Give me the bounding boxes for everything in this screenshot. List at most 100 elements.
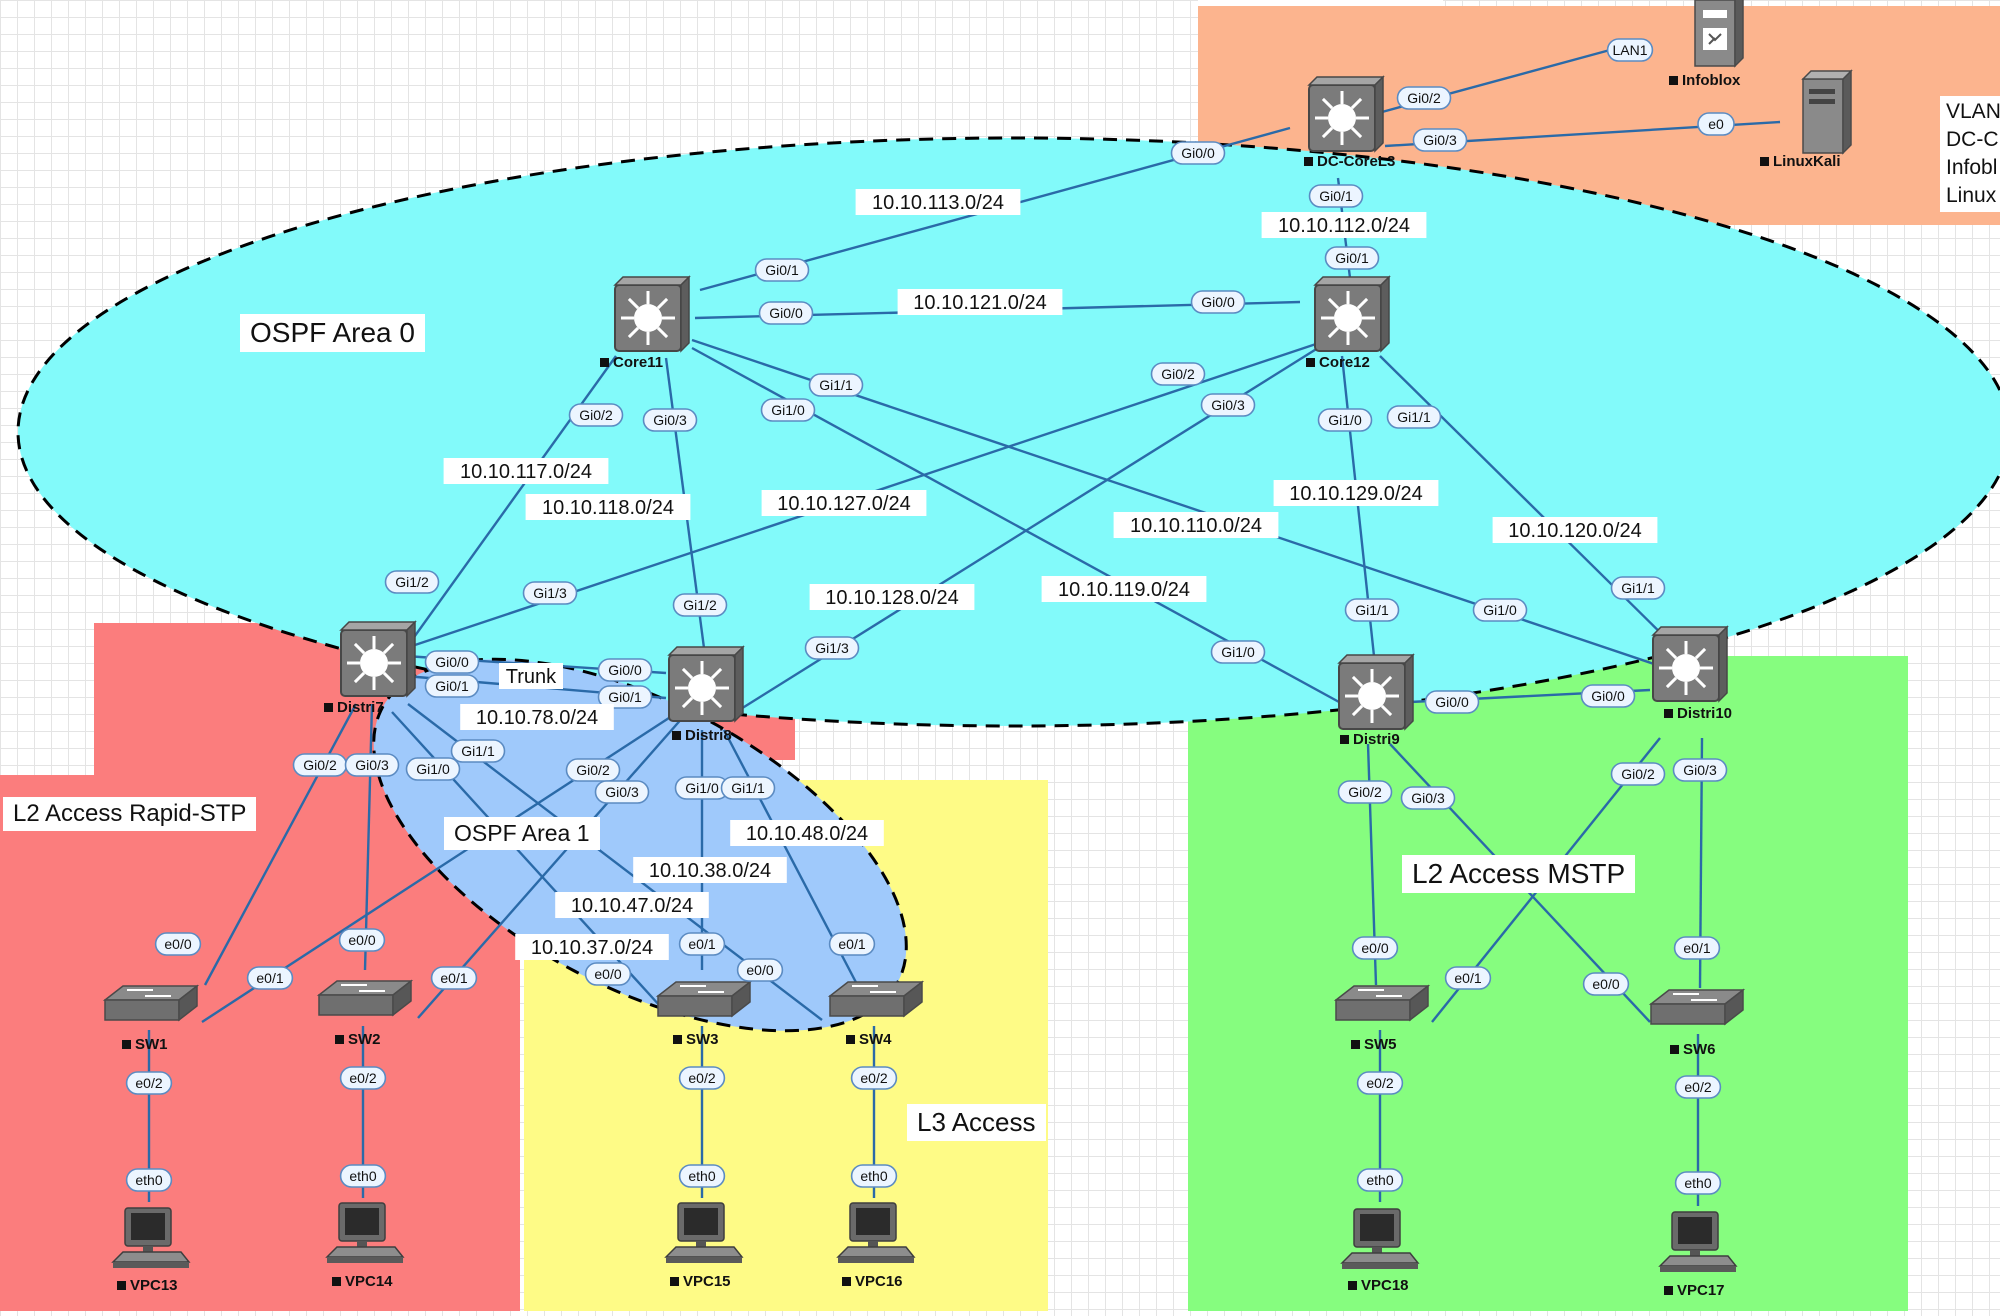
- node-sw3[interactable]: SW3: [655, 980, 753, 1048]
- port-label-text: e0/2: [860, 1070, 887, 1086]
- node-label: Distri10: [1677, 705, 1732, 722]
- node-distri7[interactable]: Distri7: [324, 620, 417, 716]
- dc-zone-notch: [1198, 0, 1443, 6]
- port-label: e0/0: [1351, 936, 1399, 960]
- node-vpc16[interactable]: VPC16: [836, 1202, 916, 1290]
- port-label: e0/0: [338, 928, 386, 952]
- port-label: Gi0/2: [1610, 762, 1666, 786]
- node-label: VPC15: [683, 1273, 731, 1290]
- node-vpc14[interactable]: VPC14: [325, 1202, 405, 1290]
- port-label: Gi1/0: [674, 776, 730, 800]
- node-marker: [600, 358, 609, 367]
- node-core11[interactable]: Core11: [600, 275, 691, 371]
- node-vpc17[interactable]: VPC17: [1658, 1211, 1738, 1299]
- node-linuxkali[interactable]: LinuxKali: [1760, 69, 1853, 170]
- port-label-text: Gi1/0: [685, 780, 719, 796]
- port-label-text: Gi0/1: [1319, 188, 1353, 204]
- port-label-text: e0/2: [1684, 1079, 1711, 1095]
- port-label-text: Gi0/2: [579, 407, 613, 423]
- node-infoblox[interactable]: Infoblox: [1669, 0, 1744, 89]
- port-label-text: e0/1: [256, 970, 283, 986]
- subnet-label-text: 10.10.78.0/24: [476, 707, 598, 729]
- subnet-label: 10.10.128.0/24: [809, 584, 975, 610]
- node-sw6[interactable]: SW6: [1648, 988, 1746, 1058]
- node-vpc15[interactable]: VPC15: [664, 1202, 744, 1290]
- node-sw1[interactable]: SW1: [102, 984, 200, 1053]
- subnet-label: 10.10.117.0/24: [443, 458, 609, 484]
- side-note-line: DC-C: [1946, 128, 1999, 151]
- port-label: e0/2: [850, 1066, 898, 1090]
- node-marker: [117, 1281, 126, 1290]
- node-sw2[interactable]: SW2: [316, 979, 414, 1048]
- port-label: Gi1/1: [450, 739, 506, 763]
- subnet-label-text: 10.10.48.0/24: [746, 823, 868, 845]
- port-label: eth0: [1674, 1171, 1722, 1195]
- port-label-text: eth0: [349, 1168, 376, 1184]
- port-label-text: Gi0/2: [303, 757, 337, 773]
- port-label: Gi1/0: [405, 757, 461, 781]
- subnet-label-text: 10.10.110.0/24: [1130, 515, 1262, 537]
- port-label: Gi1/3: [804, 636, 860, 660]
- port-label-text: e0/0: [746, 962, 773, 978]
- port-label-text: Gi0/0: [1181, 145, 1215, 161]
- node-dccore[interactable]: DC-CoreL3: [1304, 75, 1395, 170]
- node-distri10[interactable]: Distri10: [1651, 625, 1732, 722]
- node-vpc13[interactable]: VPC13: [111, 1207, 191, 1294]
- port-label: Gi0/0: [758, 301, 814, 325]
- port-label-text: Gi0/0: [608, 662, 642, 678]
- l3-switch-icon: [613, 275, 691, 353]
- node-marker: [1664, 709, 1673, 718]
- port-label: e0/2: [1674, 1075, 1722, 1099]
- node-distri9[interactable]: Distri9: [1337, 653, 1415, 748]
- node-sw4[interactable]: SW4: [827, 980, 925, 1048]
- port-label-text: e0: [1708, 116, 1724, 132]
- port-label-text: Gi1/1: [1621, 580, 1655, 596]
- port-label-text: Gi0/0: [1201, 294, 1235, 310]
- subnet-label-text: 10.10.119.0/24: [1058, 579, 1190, 601]
- port-label: e0/1: [1444, 966, 1492, 990]
- port-label: Gi1/0: [760, 398, 816, 422]
- node-distri8[interactable]: Distri8: [667, 645, 745, 744]
- port-label-text: Gi1/0: [771, 402, 805, 418]
- port-label-text: Gi0/0: [769, 305, 803, 321]
- port-label: eth0: [850, 1164, 898, 1188]
- port-label: Gi1/1: [1610, 576, 1666, 600]
- port-label: Gi0/3: [1672, 758, 1728, 782]
- node-label: Core12: [1319, 354, 1370, 371]
- port-label: Gi0/2: [1396, 86, 1452, 110]
- port-label: Gi1/2: [672, 593, 728, 617]
- node-label: DC-CoreL3: [1317, 153, 1395, 170]
- pc-icon: [836, 1202, 916, 1263]
- port-label: e0: [1697, 112, 1735, 136]
- port-label-text: e0/1: [440, 970, 467, 986]
- port-label: e0/2: [1356, 1071, 1404, 1095]
- port-label-text: e0/2: [349, 1070, 376, 1086]
- zone-l2-rapid-title: L2 Access Rapid-STP: [3, 797, 257, 831]
- subnet-label: 10.10.110.0/24: [1113, 512, 1279, 538]
- port-label: Gi0/0: [597, 658, 653, 682]
- node-sw5[interactable]: SW5: [1333, 984, 1431, 1053]
- subnet-label: Trunk: [499, 663, 563, 689]
- node-marker: [335, 1035, 344, 1044]
- port-label: Gi1/1: [1386, 405, 1442, 429]
- port-label-text: Gi0/1: [608, 689, 642, 705]
- port-label-text: Gi0/3: [605, 784, 639, 800]
- port-label-text: eth0: [688, 1168, 715, 1184]
- node-label: VPC17: [1677, 1282, 1725, 1299]
- port-label-text: Gi1/0: [1483, 602, 1517, 618]
- subnet-label-text: 10.10.128.0/24: [825, 587, 958, 609]
- port-label-text: e0/0: [594, 966, 621, 982]
- node-marker: [1760, 157, 1769, 166]
- pc-icon: [325, 1202, 405, 1263]
- port-label-text: e0/1: [1683, 940, 1710, 956]
- node-core12[interactable]: Core12: [1306, 275, 1391, 371]
- port-label: Gi0/1: [597, 685, 653, 709]
- node-vpc18[interactable]: VPC18: [1340, 1208, 1420, 1294]
- port-label: Gi0/0: [1190, 290, 1246, 314]
- node-label: VPC16: [855, 1273, 903, 1290]
- port-label: Gi0/3: [1412, 128, 1468, 152]
- port-label: Gi1/2: [384, 570, 440, 594]
- port-label: e0/1: [1673, 936, 1721, 960]
- subnet-label-text: 10.10.127.0/24: [777, 493, 910, 515]
